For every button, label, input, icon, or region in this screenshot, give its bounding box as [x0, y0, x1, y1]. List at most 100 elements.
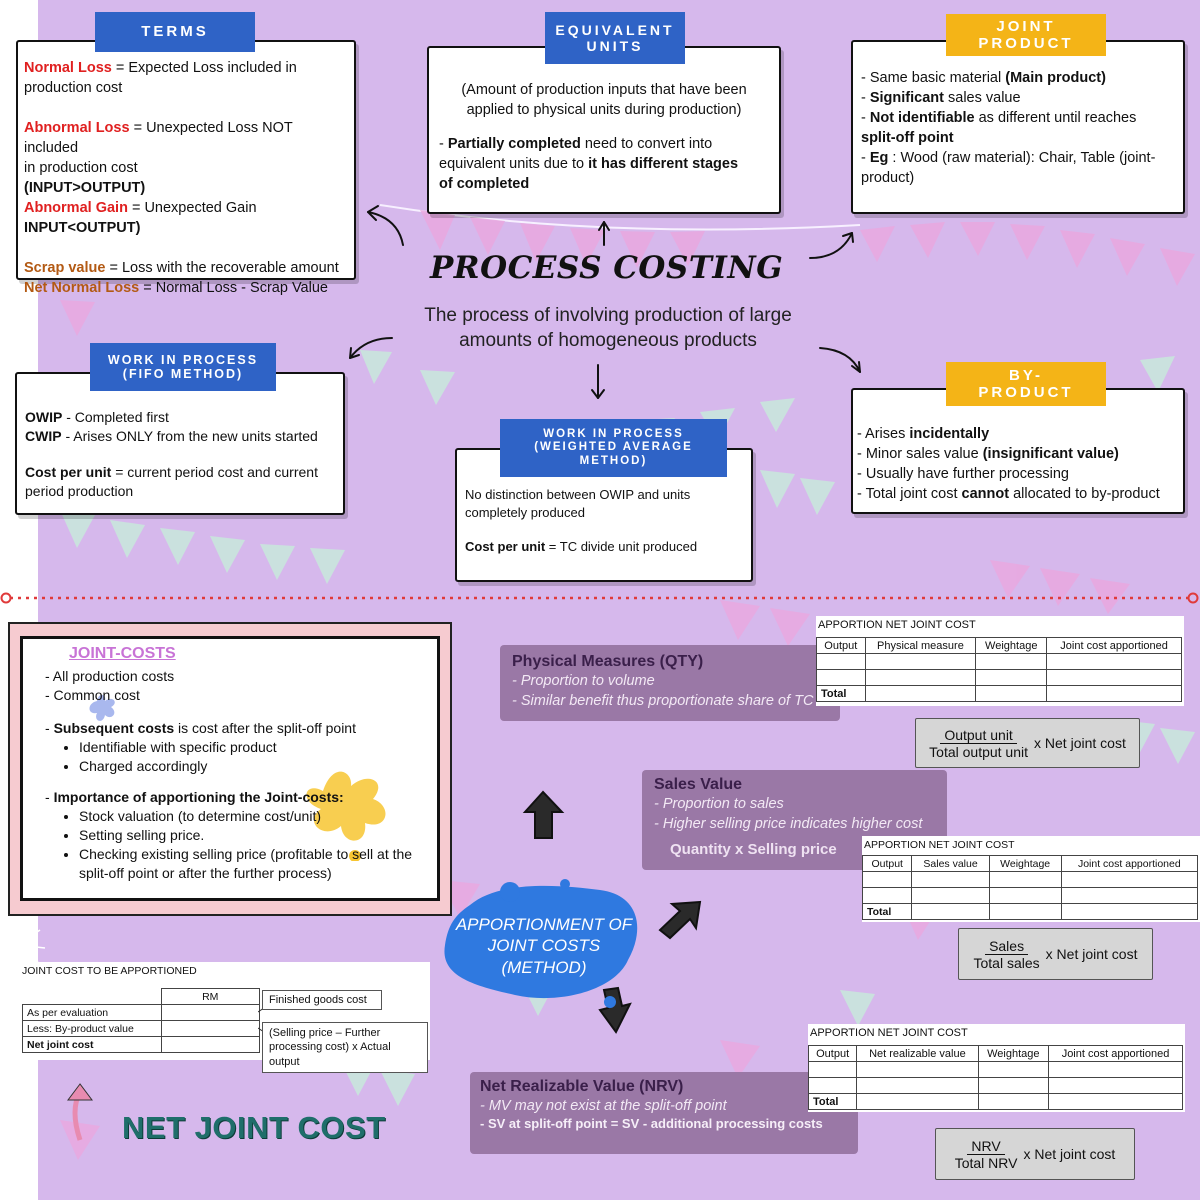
- wavg-tag-line3: METHOD): [579, 454, 648, 467]
- nrv-l2: - SV at split-off point = SV - additiona…: [480, 1116, 823, 1132]
- joint-costs-heading: JOINT-COSTS: [69, 645, 176, 662]
- physical-heading: Physical Measures (QTY): [512, 653, 704, 670]
- wavg-tag-line2: (WEIGHTED AVERAGE: [534, 441, 693, 454]
- sales-heading: Sales Value: [654, 776, 743, 793]
- wavg-l1: No distinction between OWIP and units: [465, 487, 691, 502]
- table-cell: As per evaluation: [22, 1004, 162, 1021]
- blue-splash-icon: [89, 694, 115, 721]
- jp-l2c: sales value: [943, 90, 1021, 106]
- table-header: Output: [861, 855, 913, 872]
- nrv-note: (Selling price – Further processing cost…: [262, 1022, 428, 1073]
- table-header: Weightage: [975, 637, 1048, 654]
- joint-cost-to-apportion: JOINT COST TO BE APPORTIONED RM As per e…: [16, 962, 430, 1073]
- fraction-denominator: Total NRV: [954, 1154, 1018, 1171]
- table-header: Physical measure: [864, 637, 977, 654]
- table-row: [807, 1077, 1183, 1094]
- scrap-value-term: Scrap value: [24, 260, 106, 276]
- by-product-tag: BY- PRODUCT: [946, 362, 1106, 406]
- fifo-content: OWIP - Completed first CWIP - Arises ONL…: [25, 408, 335, 501]
- jp-l2a: -: [861, 90, 870, 106]
- fifo-tag-line2: (FIFO METHOD): [122, 367, 244, 381]
- equivalent-tag-line2: UNITS: [586, 38, 644, 54]
- table-cell: Net joint cost: [22, 1036, 162, 1053]
- jp-l4c: : Wood (raw material): Chair, Table (joi…: [888, 150, 1156, 166]
- eq-completed: of completed: [439, 176, 530, 192]
- table-total: Total: [816, 685, 866, 702]
- table-row: Less: By-product value: [22, 1020, 260, 1037]
- bp-l4c: allocated to by-product: [1009, 486, 1160, 502]
- physical-table-title: APPORTION NET JOINT COST: [818, 619, 976, 631]
- jp-l4d: product): [861, 170, 915, 186]
- table-row: Net joint cost: [22, 1036, 260, 1053]
- jp-l4a: -: [861, 150, 870, 166]
- net-normal-loss-def: = Normal Loss - Scrap Value: [139, 280, 328, 296]
- fifo-cpu-def2: period production: [25, 482, 134, 499]
- subsequent-list: Identifiable with specific product Charg…: [45, 738, 429, 776]
- jc-l2: - Common cost: [45, 687, 140, 704]
- list-item: Setting selling price.: [79, 826, 429, 845]
- fraction-denominator: Total output unit: [929, 743, 1029, 760]
- yellow-splash-icon: [306, 771, 386, 861]
- page-title: PROCESS COSTING: [430, 250, 784, 286]
- joint-product-tag-line1: JOINT: [996, 17, 1056, 35]
- wavg-l2: completely produced: [465, 504, 585, 520]
- list-item: Charged accordingly: [79, 757, 429, 776]
- finished-goods-note: Finished goods cost: [262, 990, 382, 1010]
- apportionment-line2: JOINT COSTS: [487, 936, 601, 956]
- bp-l4a: - Total joint cost: [857, 486, 962, 502]
- by-product-card: - Arises incidentally - Minor sales valu…: [851, 388, 1185, 514]
- abnormal-gain-rule: INPUT<OUTPUT): [24, 220, 141, 236]
- jp-l3a: -: [861, 110, 870, 126]
- table-header: Sales value: [911, 855, 990, 872]
- table-header: Weightage: [977, 1045, 1050, 1062]
- net-joint-table-title: JOINT COST TO BE APPORTIONED: [22, 965, 197, 977]
- jc-sub-def: is cost after the split-off point: [174, 720, 356, 737]
- jp-significant: Significant: [869, 90, 944, 106]
- jc-imp-dash: -: [45, 789, 54, 806]
- terms-card: Normal Loss = Expected Loss included in …: [16, 40, 356, 296]
- normal-loss-term: Normal Loss: [24, 60, 112, 76]
- eq-partially: Partially completed: [447, 136, 581, 152]
- apportionment-line3: (METHOD): [501, 957, 587, 977]
- table-row: Total: [807, 1093, 1183, 1110]
- table-row: [861, 871, 1199, 888]
- wavg-tag-line1: WORK IN PROCESS: [543, 428, 684, 441]
- table-header: Output: [816, 637, 866, 654]
- net-joint-table: RM As per evaluation Less: By-product va…: [22, 988, 260, 1053]
- joint-product-tag-line2: PRODUCT: [978, 35, 1074, 52]
- fifo-cwip: CWIP: [25, 428, 62, 445]
- subtitle-line2: amounts of homogeneous products: [459, 329, 757, 351]
- table-header: Joint cost apportioned: [1046, 637, 1182, 654]
- apportionment-label: APPORTIONMENT OF JOINT COSTS (METHOD): [450, 914, 638, 978]
- eq-dash: -: [439, 136, 448, 152]
- fifo-cwip-def: - Arises ONLY from the new units started: [61, 428, 318, 445]
- table-total: Total: [807, 1093, 858, 1110]
- equivalent-units-detail: - Partially completed need to convert in…: [439, 134, 769, 194]
- equivalent-units-tag: EQUIVALENT UNITS: [545, 12, 685, 64]
- fifo-cpu: Cost per unit: [25, 463, 112, 480]
- formula-tail: x Net joint cost: [1045, 946, 1138, 962]
- physical-l1: - Proportion to volume: [512, 673, 655, 689]
- nrv-l1: - MV may not exist at the split-off poin…: [480, 1098, 727, 1114]
- page-subtitle: The process of involving production of l…: [380, 304, 836, 353]
- table-row: [807, 1061, 1183, 1078]
- bp-insignificant: (insignificant value): [982, 446, 1119, 462]
- apportionment-line1: APPORTIONMENT OF: [455, 915, 633, 934]
- jc-subsequent: Subsequent costs: [53, 720, 175, 737]
- fraction-numerator: Output unit: [940, 727, 1017, 744]
- sales-table-title: APPORTION NET JOINT COST: [864, 839, 1015, 851]
- subtitle-line1: The process of involving production of l…: [424, 305, 792, 326]
- jp-l3c: as different until reaches: [974, 110, 1137, 126]
- sales-value-box: Sales Value - Proportion to sales - High…: [642, 770, 947, 870]
- formula-tail: x Net joint cost: [1023, 1146, 1116, 1162]
- table-header: Joint cost apportioned: [1060, 855, 1199, 872]
- terms-content: Normal Loss = Expected Loss included in …: [24, 58, 348, 298]
- jc-importance: Importance of apportioning the Joint-cos…: [53, 789, 344, 806]
- jp-l1a: - Same basic material: [861, 70, 1006, 86]
- physical-l2: - Similar benefit thus proportionate sha…: [512, 693, 814, 710]
- physical-apportion-table: Output Physical measure Weightage Joint …: [816, 637, 1182, 702]
- net-normal-loss-term: Net Normal Loss: [24, 280, 140, 296]
